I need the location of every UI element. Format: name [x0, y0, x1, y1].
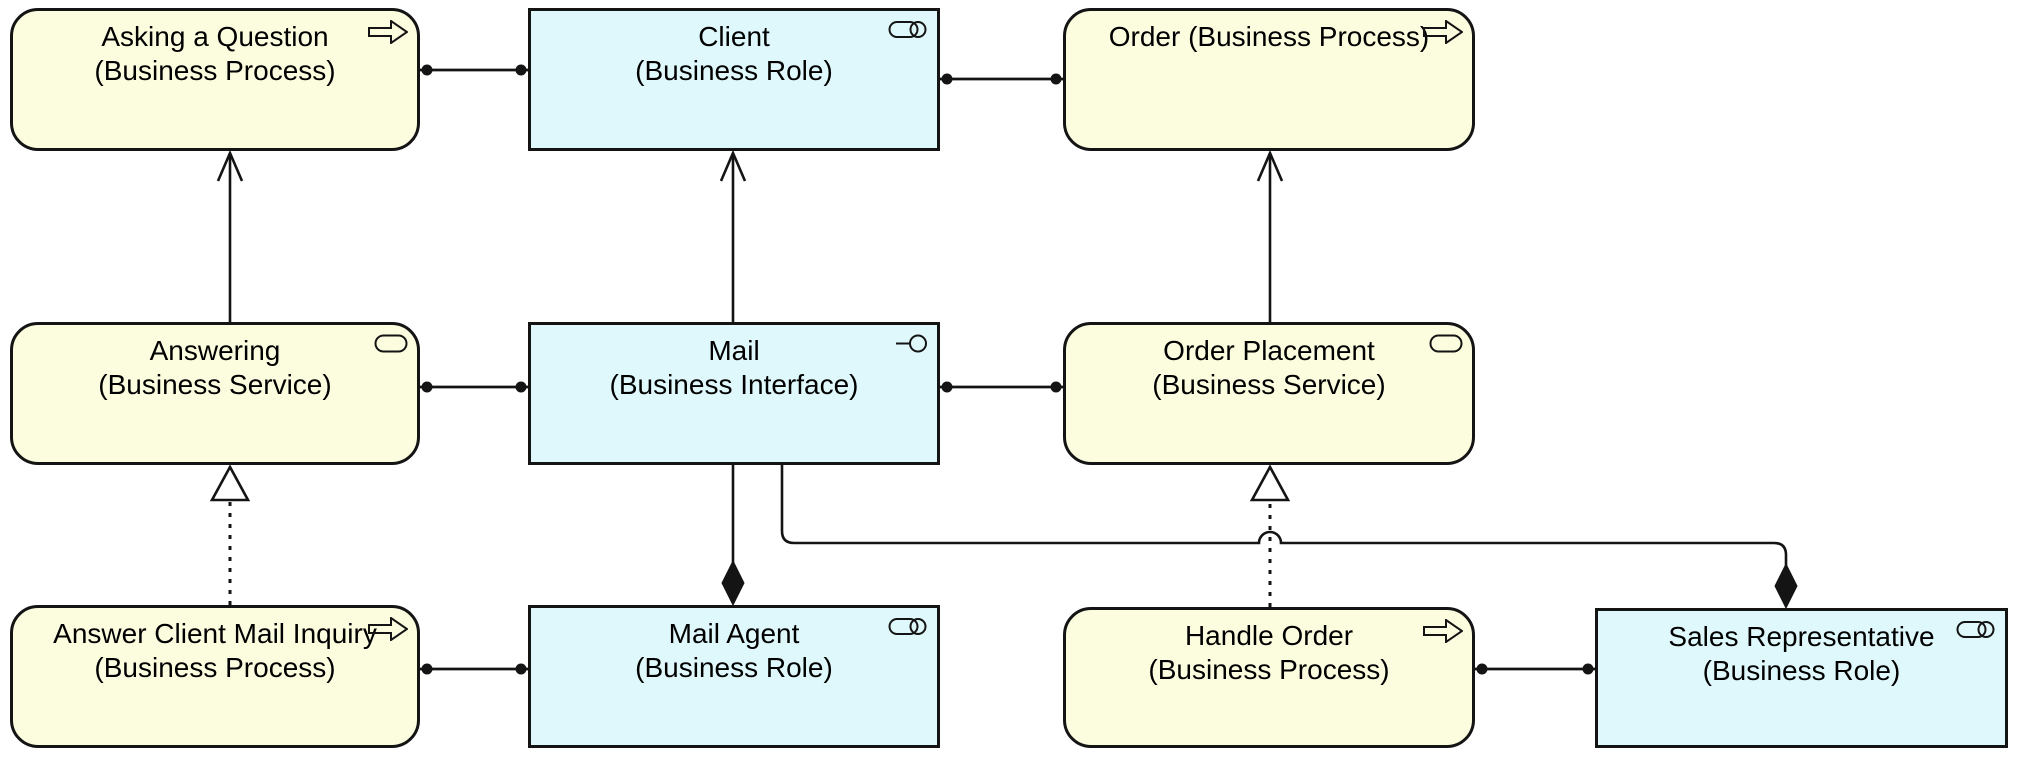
node-handle-order[interactable]: Handle Order (Business Process): [1063, 607, 1475, 748]
node-mail[interactable]: Mail (Business Interface): [528, 322, 940, 465]
node-name-text: Mail: [708, 335, 760, 366]
business-role-icon: [888, 617, 928, 636]
business-process-icon: [368, 616, 409, 642]
node-type-text: (Business Service): [98, 369, 332, 400]
node-name-text: Asking a Question: [101, 21, 329, 52]
node-name-text: Mail Agent: [668, 618, 800, 649]
edge-assignment-handle-order-sales-rep: [1475, 663, 1595, 675]
business-interface-icon: [896, 334, 928, 353]
node-mail-agent[interactable]: Mail Agent (Business Role): [528, 605, 940, 748]
node-label: Order (Business Process): [1066, 20, 1472, 54]
node-label: Answering (Business Service): [13, 334, 417, 402]
node-order[interactable]: Order (Business Process): [1063, 8, 1475, 151]
node-client[interactable]: Client (Business Role): [528, 8, 940, 151]
node-sales-representative[interactable]: Sales Representative (Business Role): [1595, 608, 2008, 748]
node-type-text: (Business Role): [1702, 655, 1901, 686]
node-label: Order Placement (Business Service): [1066, 334, 1472, 402]
edge-assignment-mail-order-placement: [940, 381, 1063, 393]
node-label: Answer Client Mail Inquiry (Business Pro…: [13, 617, 417, 685]
business-service-icon: [1429, 334, 1463, 353]
business-process-icon: [368, 19, 409, 45]
node-label: Asking a Question (Business Process): [13, 20, 417, 88]
node-name-text: Handle Order: [1184, 620, 1354, 651]
node-name-text: Order Placement: [1163, 335, 1375, 366]
node-label: Mail Agent (Business Role): [531, 617, 937, 685]
node-label: Handle Order (Business Process): [1066, 619, 1472, 687]
node-type-text: (Business Process): [1148, 654, 1390, 685]
business-process-icon: [1423, 618, 1464, 644]
node-answer-client-mail-inquiry[interactable]: Answer Client Mail Inquiry (Business Pro…: [10, 605, 420, 748]
business-role-icon: [888, 20, 928, 39]
node-type-text: (Business Process): [94, 652, 336, 683]
edge-assignment-client-order: [940, 73, 1063, 85]
node-asking-a-question[interactable]: Asking a Question (Business Process): [10, 8, 420, 151]
node-name-text: Sales Representative: [1668, 621, 1935, 652]
edge-assignment-asking-client: [420, 64, 528, 76]
node-answering[interactable]: Answering (Business Service): [10, 322, 420, 465]
node-label: Client (Business Role): [531, 20, 937, 88]
node-label: Sales Representative (Business Role): [1598, 620, 2005, 688]
edge-realization-handle-order-order-placement: [1249, 464, 1291, 607]
edge-serving-answering-asking: [216, 149, 244, 322]
business-service-icon: [374, 334, 408, 353]
edge-serving-mail-client: [719, 149, 747, 322]
edge-composition-sales-rep-mail: [780, 465, 1798, 610]
edge-assignment-answering-mail: [420, 381, 528, 393]
node-name-text: Order (Business Process): [1108, 21, 1430, 52]
node-type-text: (Business Role): [635, 652, 833, 683]
node-order-placement[interactable]: Order Placement (Business Service): [1063, 322, 1475, 465]
node-type-text: (Business Process): [94, 55, 336, 86]
node-name-text: Answer Client Mail Inquiry: [53, 618, 377, 649]
node-type-text: (Business Role): [635, 55, 833, 86]
node-type-text: (Business Service): [1152, 369, 1386, 400]
business-process-icon: [1423, 19, 1464, 45]
node-name-text: Client: [698, 21, 770, 52]
edge-composition-mail-agent-mail: [721, 465, 745, 607]
business-role-icon: [1956, 620, 1996, 639]
edge-assignment-answer-inquiry-mail-agent: [420, 663, 528, 675]
node-label: Mail (Business Interface): [531, 334, 937, 402]
edge-serving-order-placement-order: [1256, 149, 1284, 322]
edge-realization-answer-inquiry-answering: [209, 464, 251, 605]
node-name-text: Answering: [149, 335, 281, 366]
node-type-text: (Business Interface): [609, 369, 859, 400]
